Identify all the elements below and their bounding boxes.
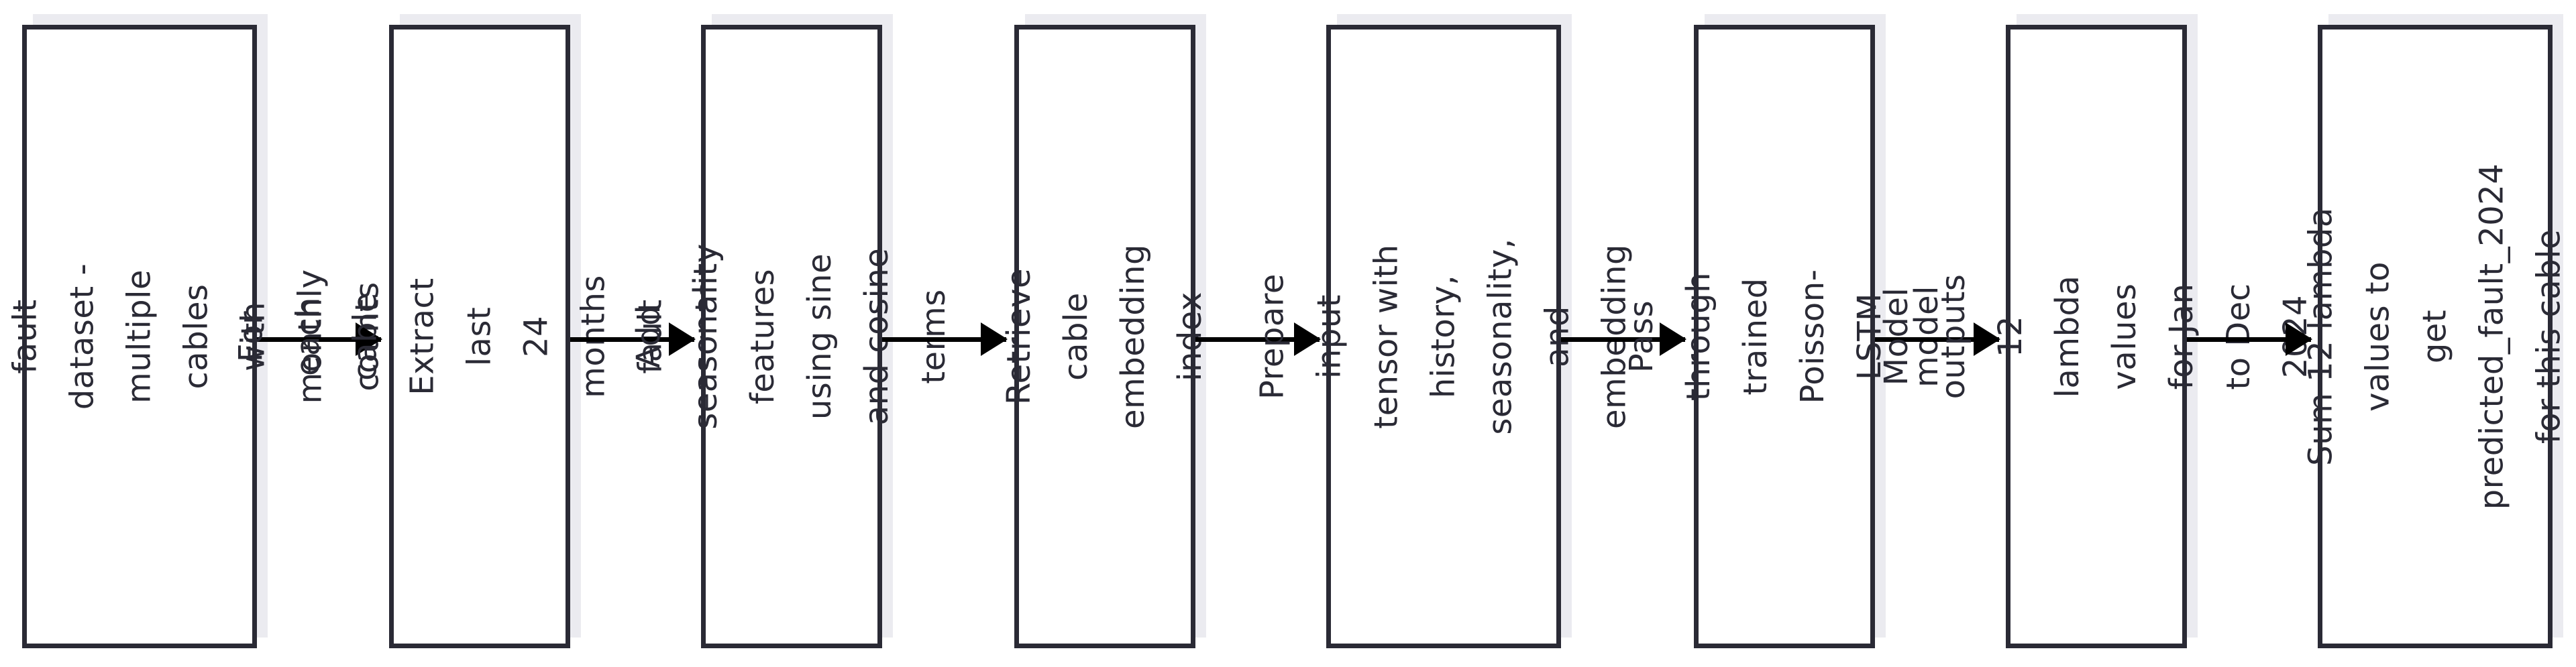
step-3-box: Add seasonality features using sine and …	[630, 25, 953, 648]
arrow-2-to-3	[570, 322, 696, 356]
step-4-label: Retrieve cable embedding index	[1000, 244, 1209, 429]
step-6-box: Pass through trained Poisson-LSTM model	[1623, 25, 1945, 648]
arrow-7-to-8	[2187, 322, 2312, 356]
step-5-label: Prepare input tensor with history, seaso…	[1253, 238, 1633, 435]
arrow-5-to-6	[1561, 322, 1686, 356]
arrow-3-to-4	[882, 322, 1008, 356]
step-4-box: Retrieve cable embedding index	[1000, 25, 1209, 648]
step-8-label: Sum 12 lambda values to get predicted_fa…	[2302, 163, 2568, 510]
arrow-6-to-7	[1875, 322, 2000, 356]
step-7-label: Model outputs 12 lambda values for Jan t…	[1878, 274, 2314, 400]
step-5-box: Prepare input tensor with history, seaso…	[1254, 25, 1633, 648]
step-1-box: Load historical fault dataset - multiple…	[7, 25, 386, 648]
step-2-box: For each cable Extract last 24 months fa…	[233, 25, 727, 648]
arrow-4-to-5	[1195, 322, 1321, 356]
arrow-1-to-2	[257, 322, 382, 356]
step-7-box: Model outputs 12 lambda values for Jan t…	[1878, 25, 2314, 648]
step-8-box: Sum 12 lambda values to get predicted_fa…	[2302, 25, 2568, 648]
step-3-label: Add seasonality features using sine and …	[630, 243, 953, 430]
